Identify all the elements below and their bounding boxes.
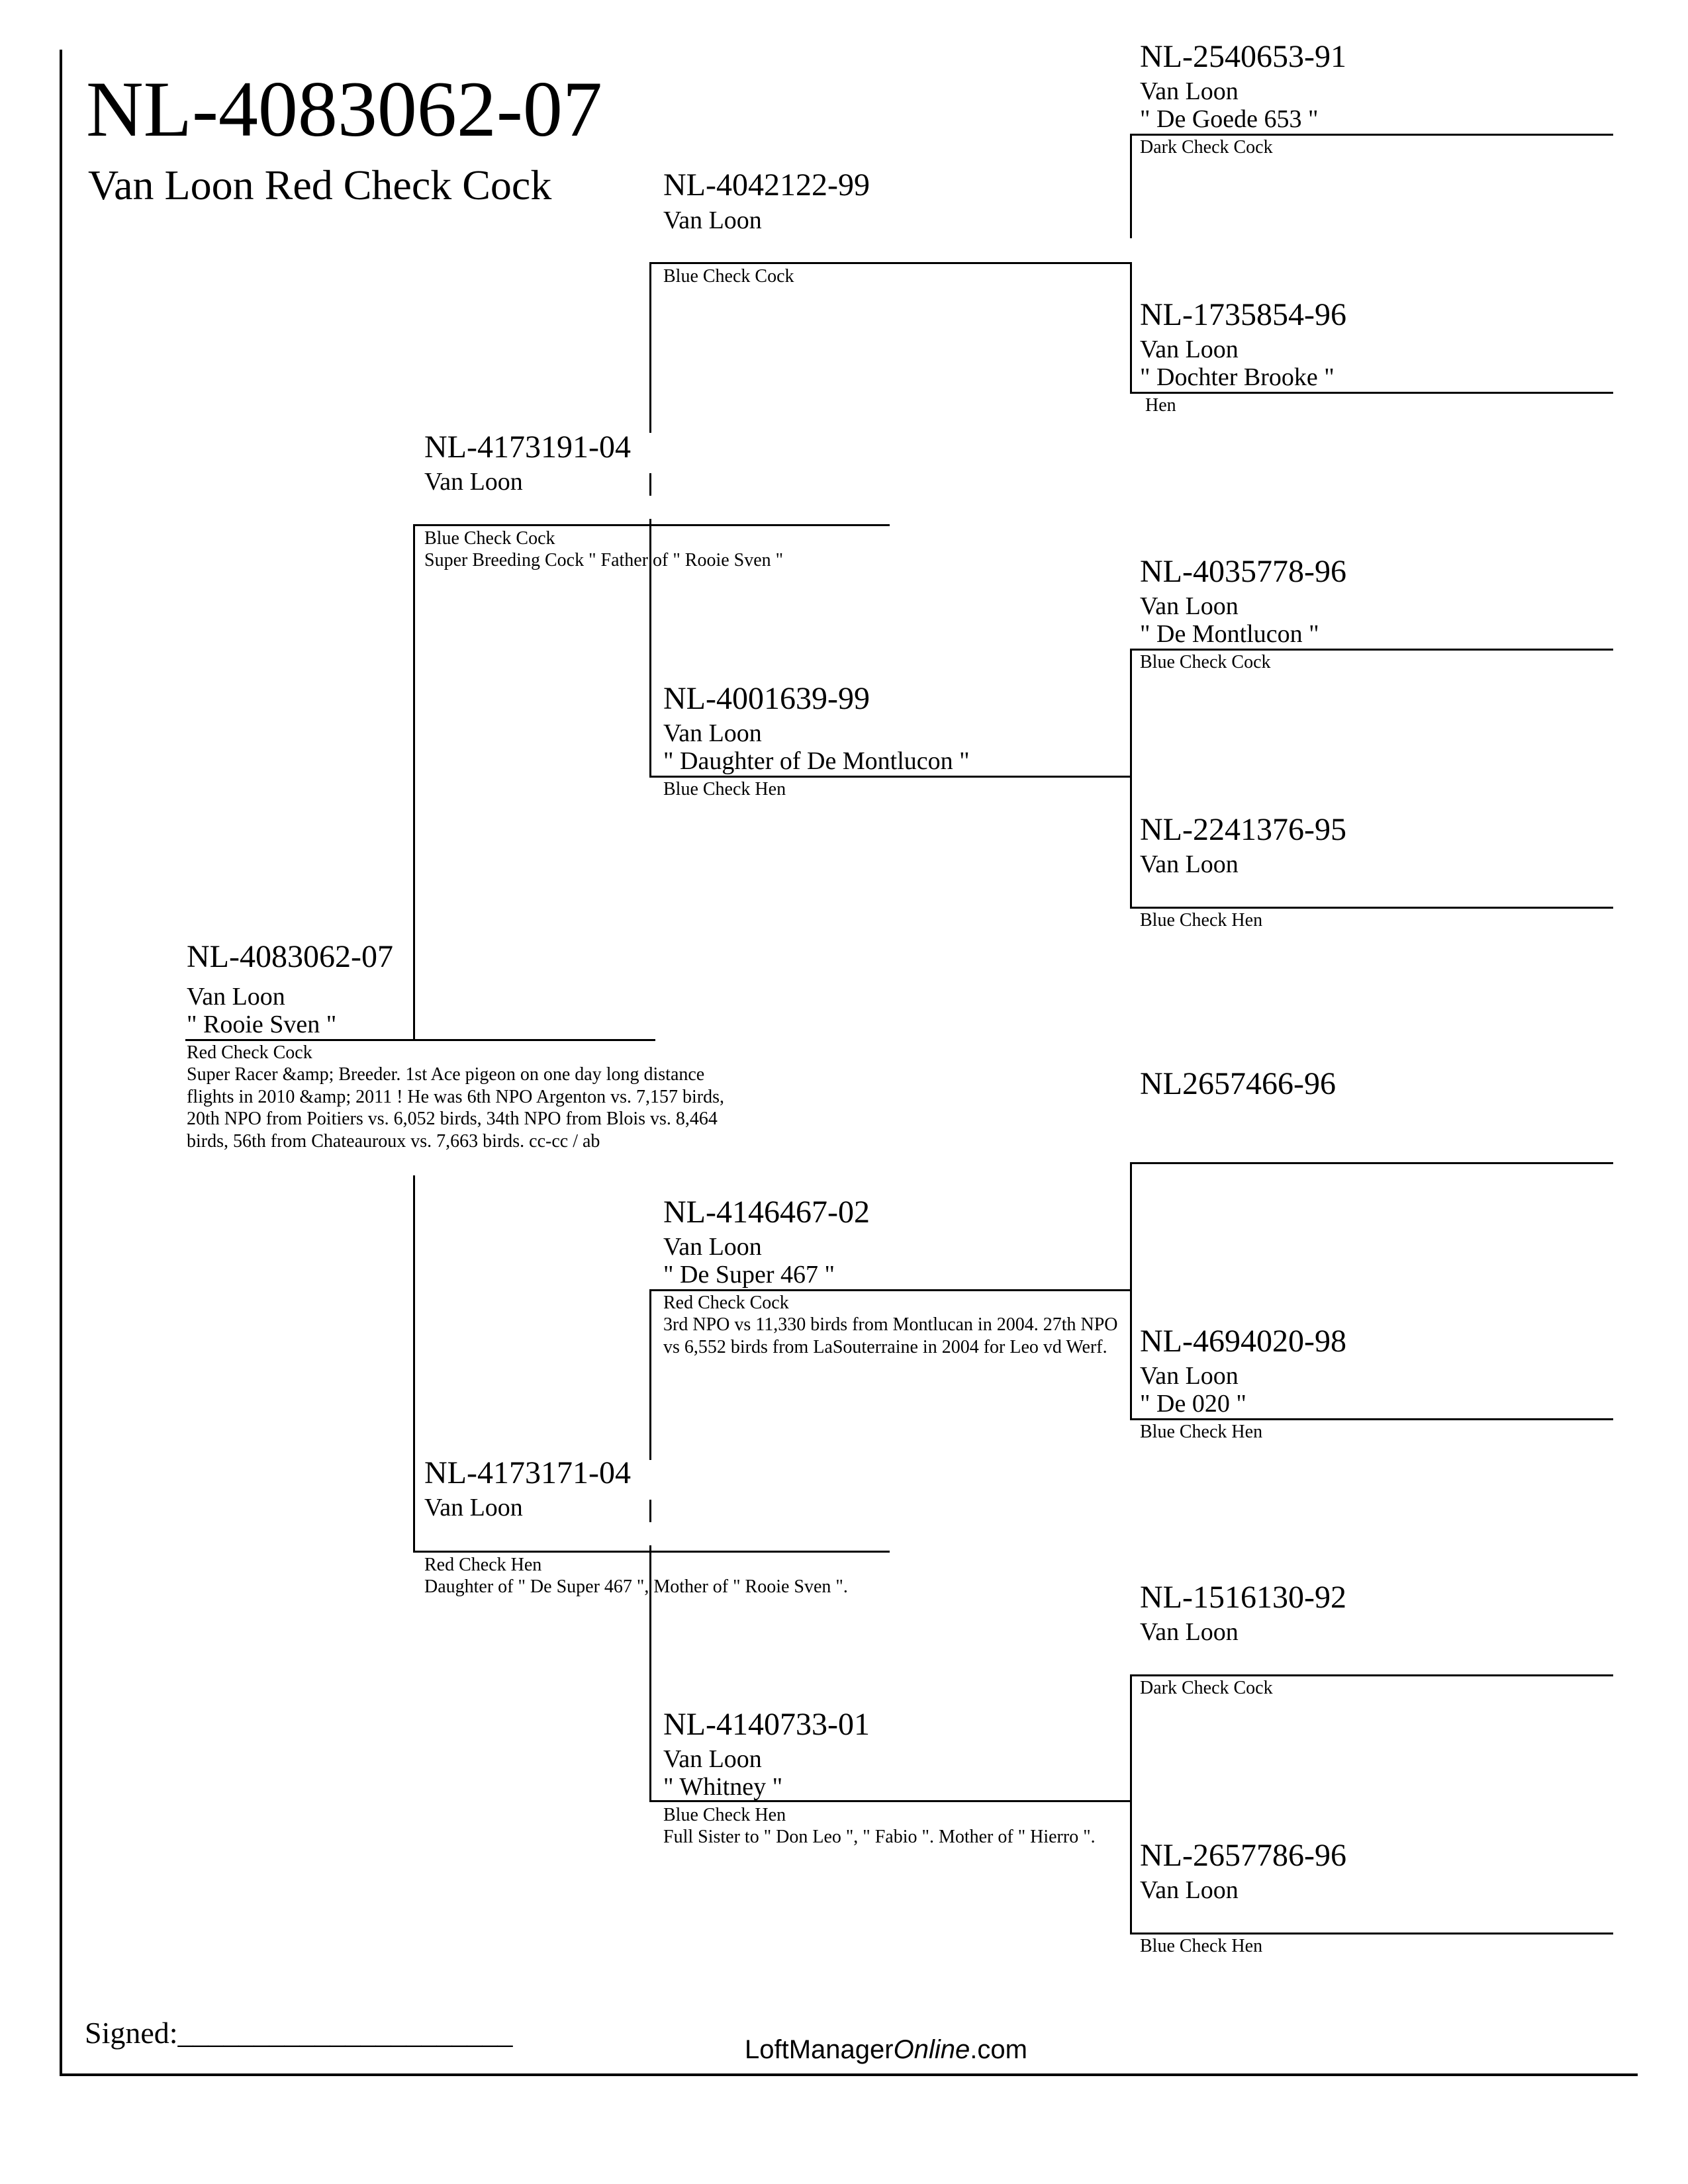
gg6-nickname: " De 020 " [1140,1390,1246,1418]
subject-notes: Super Racer &amp; Breeder. 1st Ace pigeo… [187,1064,724,1152]
gg6-breeder: Van Loon [1140,1362,1239,1390]
gg8-underline [1130,1933,1613,1934]
sire-sire-lower-connector [1130,264,1132,392]
dam-sire-connector [1130,1162,1132,1418]
page-bottom-border [60,2073,1638,2076]
sire-sire-underline [649,262,1132,264]
dam-dam-ring-number: NL-4140733-01 [663,1707,870,1742]
gg7-breeder: Van Loon [1140,1618,1239,1646]
gg2-breeder: Van Loon [1140,336,1239,363]
page-subtitle: Van Loon Red Check Cock [88,161,552,208]
sire-sire-ring-number: NL-4042122-99 [663,167,870,203]
brand-suffix: .com [970,2035,1027,2064]
dam-connector-dash-a [649,1500,651,1522]
dam-sire-nickname: " De Super 467 " [663,1261,835,1289]
gg7-color: Dark Check Cock [1140,1678,1273,1698]
gg7-underline [1130,1674,1613,1676]
dam-to-dam-dam-connector [649,1553,651,1802]
gg8-ring-number: NL-2657786-96 [1140,1838,1346,1873]
dam-dam-nickname: " Whitney " [663,1773,783,1801]
dam-color: Red Check Hen [424,1555,542,1575]
dam-connector-dash-b [649,1545,651,1551]
gg6-color: Blue Check Hen [1140,1422,1263,1442]
gg3-underline [1130,649,1613,651]
gg3-ring-number: NL-4035778-96 [1140,554,1346,589]
dam-dam-notes: Full Sister to " Don Leo ", " Fabio ". M… [663,1827,1096,1847]
dam-dam-connector [1130,1674,1132,1933]
dam-sire-color: Red Check Cock [663,1293,789,1313]
subject-to-dam-connector [413,1175,415,1553]
subject-color: Red Check Cock [187,1042,312,1063]
gg6-ring-number: NL-4694020-98 [1140,1324,1346,1359]
gg2-ring-number: NL-1735854-96 [1140,297,1346,332]
dam-sire-notes: 3rd NPO vs 11,330 birds from Montlucan i… [663,1314,1118,1357]
gg1-ring-number: NL-2540653-91 [1140,39,1346,74]
gg2-color: Hen [1145,395,1176,416]
sire-dam-connector [1130,649,1132,907]
sire-dam-underline [649,776,1132,778]
sire-underline [413,524,890,526]
dam-notes: Daughter of " De Super 467 ", Mother of … [424,1576,848,1597]
dam-dam-color: Blue Check Hen [663,1805,786,1825]
subject-breeder: Van Loon [187,983,285,1011]
gg4-underline [1130,907,1613,909]
subject-to-sire-connector [413,526,415,1039]
gg1-underline [1130,134,1613,136]
dam-breeder: Van Loon [424,1494,523,1522]
gg8-color: Blue Check Hen [1140,1936,1263,1956]
sire-connector-dash-b [649,519,651,524]
sire-dam-ring-number: NL-4001639-99 [663,681,870,716]
gg5-underline [1130,1162,1613,1164]
page-title: NL-4083062-07 [86,65,602,153]
gg1-nickname: " De Goede 653 " [1140,105,1319,133]
gg5-ring-number: NL2657466-96 [1140,1066,1336,1101]
gg3-nickname: " De Montlucon " [1140,620,1319,648]
sire-connector-dash-a [649,473,651,496]
gg8-breeder: Van Loon [1140,1876,1239,1904]
sire-dam-color: Blue Check Hen [663,779,786,799]
gg6-underline [1130,1418,1613,1420]
brand-italic: Online [893,2035,970,2064]
brand-prefix: LoftManager [745,2035,894,2064]
sire-color: Blue Check Cock [424,528,555,549]
sire-to-sire-dam-connector [649,526,651,776]
sire-sire-upper-connector [1130,136,1132,238]
gg4-color: Blue Check Hen [1140,910,1263,931]
gg1-breeder: Van Loon [1140,77,1239,105]
gg2-underline [1130,392,1613,394]
sire-dam-nickname: " Daughter of De Montlucon " [663,747,970,775]
subject-ring-number: NL-4083062-07 [187,939,393,974]
dam-to-dam-sire-connector [649,1289,651,1460]
sire-sire-breeder: Van Loon [663,206,762,234]
gg2-nickname: " Dochter Brooke " [1140,363,1335,391]
sire-to-sire-sire-connector [649,262,651,433]
gg7-ring-number: NL-1516130-92 [1140,1580,1346,1615]
sire-breeder: Van Loon [424,468,523,496]
gg4-ring-number: NL-2241376-95 [1140,812,1346,847]
gg1-color: Dark Check Cock [1140,137,1273,158]
sire-dam-breeder: Van Loon [663,719,762,747]
gg3-breeder: Van Loon [1140,592,1239,620]
gg4-breeder: Van Loon [1140,850,1239,878]
subject-underline [185,1039,655,1041]
dam-underline [413,1551,890,1553]
subject-nickname: " Rooie Sven " [187,1011,337,1038]
brand-footer: LoftManagerOnline.com [745,2035,1027,2065]
dam-dam-breeder: Van Loon [663,1745,762,1773]
dam-sire-ring-number: NL-4146467-02 [663,1195,870,1230]
dam-ring-number: NL-4173171-04 [424,1455,631,1490]
sire-sire-color: Blue Check Cock [663,266,794,287]
sire-notes: Super Breeding Cock " Father of " Rooie … [424,550,784,570]
dam-sire-underline [649,1289,1132,1291]
page-left-border [60,50,62,2076]
dam-sire-breeder: Van Loon [663,1233,762,1261]
gg3-color: Blue Check Cock [1140,652,1271,672]
dam-dam-underline [649,1800,1132,1802]
sire-ring-number: NL-4173191-04 [424,430,631,465]
signature-line: Signed:______________________ [85,2016,513,2050]
